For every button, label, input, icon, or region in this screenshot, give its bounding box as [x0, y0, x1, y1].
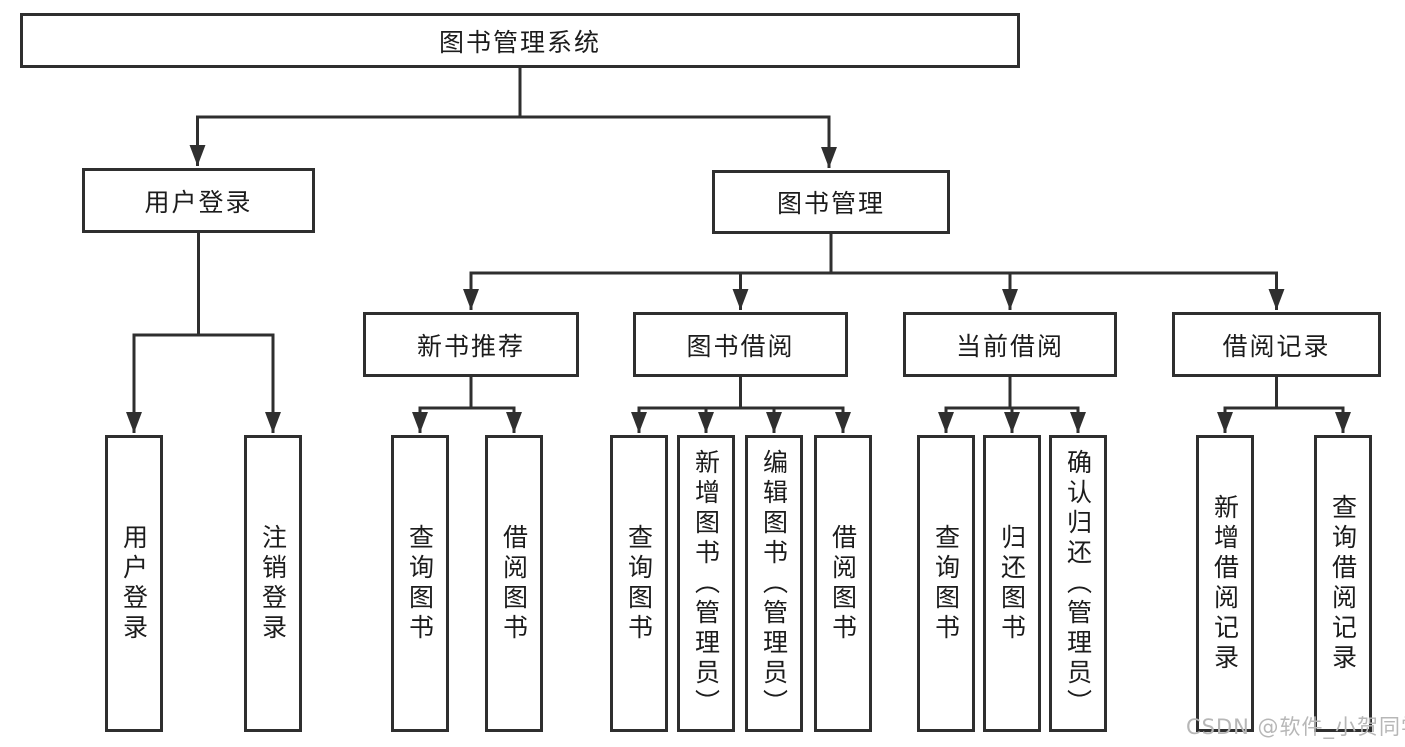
leaf-nbr-borrow-book-label: 借阅图书 — [499, 523, 529, 644]
leaf-nbr-borrow-book: 借阅图书 — [485, 435, 543, 732]
leaf-logout: 注销登录 — [244, 435, 302, 732]
leaf-br-query-borrow-record: 查询借阅记录 — [1314, 435, 1372, 732]
leaf-br-query-borrow-record-label: 查询借阅记录 — [1328, 493, 1358, 674]
leaf-cb-confirm-return-admin: 确认归还（管理员） — [1049, 435, 1107, 732]
node-root-label: 图书管理系统 — [438, 27, 601, 57]
leaf-bb-query-book: 查询图书 — [610, 435, 668, 732]
csdn-watermark: CSDN @软件_小贺同学 — [1186, 715, 1405, 739]
node-new-book-recommend: 新书推荐 — [363, 312, 579, 377]
leaf-bb-query-book-label: 查询图书 — [624, 523, 654, 644]
leaf-nbr-query-book: 查询图书 — [391, 435, 449, 732]
leaf-logout-label: 注销登录 — [258, 523, 288, 644]
leaf-bb-add-book-admin-label: 新增图书（管理员） — [691, 448, 721, 719]
node-current-borrow-label: 当前借阅 — [955, 331, 1064, 361]
leaf-cb-return-book-label: 归还图书 — [997, 523, 1027, 644]
leaf-bb-borrow-book: 借阅图书 — [814, 435, 872, 732]
node-user-login: 用户登录 — [82, 168, 315, 233]
node-book-borrow: 图书借阅 — [633, 312, 848, 377]
node-book-management-label: 图书管理 — [776, 189, 885, 218]
node-new-book-recommend-label: 新书推荐 — [416, 331, 525, 361]
leaf-bb-borrow-book-label: 借阅图书 — [828, 523, 858, 644]
leaf-user-login: 用户登录 — [105, 435, 163, 732]
leaf-user-login-label: 用户登录 — [119, 523, 149, 644]
leaf-br-add-borrow-record-label: 新增借阅记录 — [1210, 493, 1240, 674]
node-current-borrow: 当前借阅 — [903, 312, 1117, 377]
leaf-cb-query-book: 查询图书 — [917, 435, 975, 732]
leaf-br-add-borrow-record: 新增借阅记录 — [1196, 435, 1254, 732]
leaf-bb-add-book-admin: 新增图书（管理员） — [677, 435, 735, 732]
node-root: 图书管理系统 — [20, 13, 1020, 68]
node-borrow-records-label: 借阅记录 — [1222, 331, 1331, 361]
node-user-login-label: 用户登录 — [144, 187, 253, 217]
node-borrow-records: 借阅记录 — [1172, 312, 1381, 377]
leaf-cb-query-book-label: 查询图书 — [931, 523, 961, 644]
node-book-borrow-label: 图书借阅 — [686, 331, 795, 361]
node-book-management: 图书管理 — [712, 170, 950, 234]
leaf-bb-edit-book-admin-label: 编辑图书（管理员） — [759, 448, 789, 719]
leaf-cb-return-book: 归还图书 — [983, 435, 1041, 732]
leaf-nbr-query-book-label: 查询图书 — [405, 523, 435, 644]
leaf-cb-confirm-return-admin-label: 确认归还（管理员） — [1063, 448, 1093, 719]
leaf-bb-edit-book-admin: 编辑图书（管理员） — [745, 435, 803, 732]
